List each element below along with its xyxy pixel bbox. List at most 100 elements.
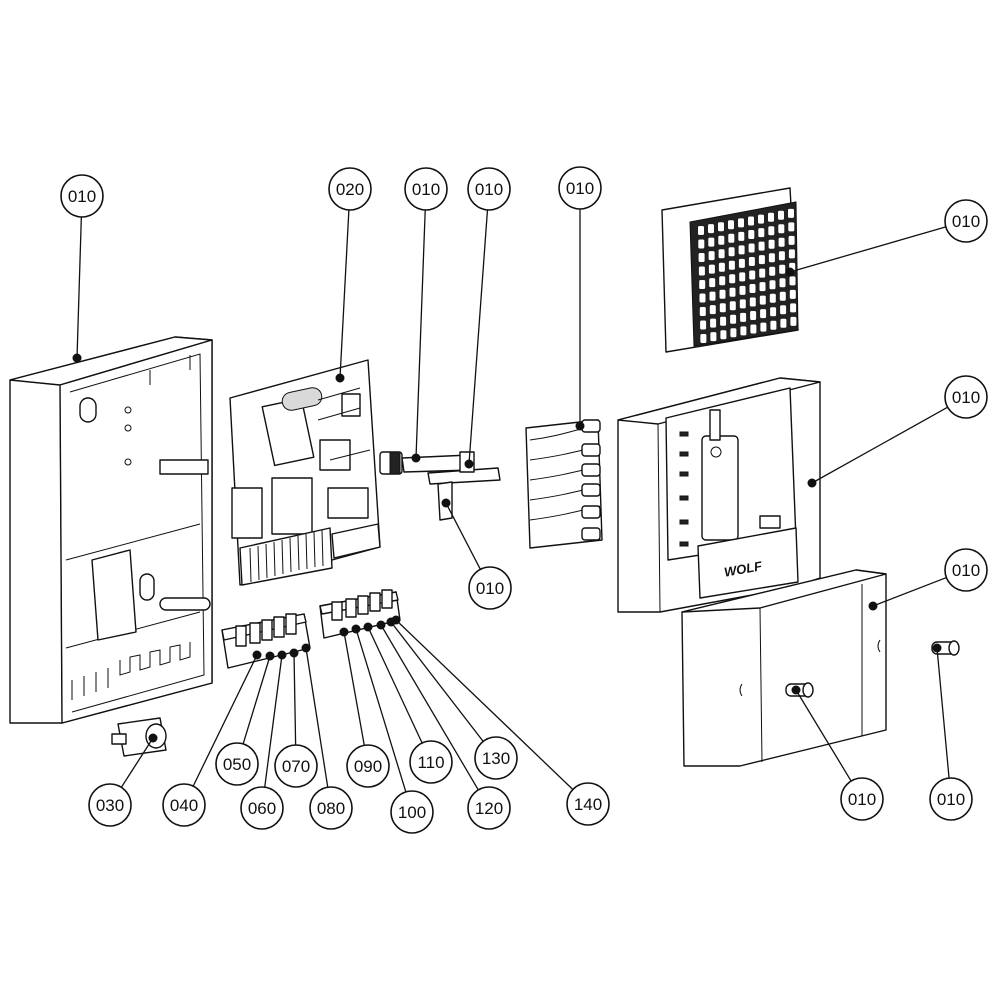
callout-120: 120 — [376, 620, 511, 830]
grille-slot — [768, 239, 775, 249]
leader-dot — [376, 620, 386, 630]
grille-slot — [778, 237, 785, 247]
callout-070: 070 — [274, 648, 318, 788]
callout-circle — [409, 740, 453, 784]
callout-010: 010 — [464, 167, 511, 469]
leader-dot — [351, 624, 361, 634]
leader-dot — [441, 498, 451, 508]
callout-010: 010 — [404, 167, 448, 463]
grille-slot — [759, 282, 766, 292]
leader-line — [367, 626, 423, 744]
grille-slot — [789, 276, 796, 286]
grille-slot — [779, 291, 786, 301]
callout-label: 030 — [96, 796, 124, 815]
grille-slot — [788, 222, 795, 232]
leader-line — [390, 621, 484, 742]
callout-label: 070 — [282, 757, 310, 776]
leader-line — [242, 655, 271, 745]
housing-back-plate — [9, 336, 213, 724]
grille-slot — [698, 266, 705, 276]
leader-line — [789, 226, 947, 273]
grille-slot — [700, 334, 707, 343]
grille-slot — [749, 297, 756, 307]
leader-dot — [289, 648, 299, 658]
callout-label: 100 — [398, 803, 426, 822]
grille-slot — [709, 305, 716, 315]
callout-label: 010 — [566, 179, 594, 198]
callout-label: 010 — [476, 579, 504, 598]
callout-140: 140 — [391, 615, 610, 826]
callout-label: 080 — [317, 799, 345, 818]
button-strip — [525, 419, 603, 549]
callout-circle — [215, 742, 259, 786]
callout-label: 010 — [952, 388, 980, 407]
callout-label: 120 — [475, 799, 503, 818]
grille-slot — [700, 320, 707, 330]
callout-circle — [566, 782, 610, 826]
terminal-plug-right — [319, 589, 401, 639]
grille-slot — [759, 295, 766, 305]
grille-slot — [748, 216, 754, 226]
leader-dot — [363, 622, 373, 632]
grille-slot — [738, 218, 744, 228]
grille-slot — [729, 274, 736, 284]
grille-slot — [739, 272, 746, 282]
callout-label: 010 — [952, 561, 980, 580]
leader-dot — [868, 601, 878, 611]
callout-circle — [88, 783, 132, 827]
leader-dot — [277, 650, 287, 660]
callout-circle — [346, 744, 390, 788]
callout-010: 010 — [785, 199, 988, 277]
grille-slot — [768, 253, 775, 263]
grille-slot — [759, 268, 766, 278]
callout-circle — [558, 166, 602, 210]
callout-label: 040 — [170, 796, 198, 815]
leader-dot — [72, 353, 82, 363]
grille-slot — [758, 228, 765, 238]
callout-circle — [929, 777, 973, 821]
grille-slot — [758, 241, 765, 251]
callout-label: 050 — [223, 755, 251, 774]
grille-slot — [760, 309, 767, 319]
callout-label: 010 — [68, 187, 96, 206]
grille-slot — [730, 328, 737, 338]
light-guide-part — [379, 451, 501, 521]
grille-slot — [769, 293, 776, 303]
leader-line — [811, 406, 948, 484]
callout-080: 080 — [301, 643, 353, 830]
grille-slot — [778, 224, 785, 234]
grille-slot — [788, 249, 795, 259]
leader-line — [380, 624, 479, 791]
callout-circle — [944, 199, 988, 243]
leader-line — [76, 216, 83, 359]
grille-slot — [720, 316, 727, 326]
grille-slot — [790, 303, 797, 313]
leader-line — [192, 654, 258, 787]
grille-slot — [738, 231, 745, 241]
callout-label: 130 — [482, 749, 510, 768]
grille-slot — [789, 289, 796, 299]
callout-circle — [274, 744, 318, 788]
grille-slot — [729, 287, 736, 297]
grille-slot — [749, 270, 756, 280]
callout-090: 090 — [339, 627, 390, 788]
grille-slot — [770, 320, 777, 330]
callout-label: 140 — [574, 795, 602, 814]
leader-dot — [932, 643, 942, 653]
leader-dot — [575, 421, 585, 431]
grille-slot — [750, 311, 757, 320]
callout-circle — [944, 375, 988, 419]
grille-slot — [780, 318, 787, 328]
callout-060: 060 — [240, 650, 287, 830]
callout-label: 110 — [417, 753, 444, 772]
grille-slot — [718, 262, 725, 272]
callout-circle — [328, 167, 372, 211]
callout-010: 010 — [929, 643, 973, 821]
callout-circle — [468, 566, 512, 610]
leader-line — [293, 652, 297, 746]
grille-slot — [758, 214, 764, 224]
callout-circle — [162, 783, 206, 827]
grille-slot — [719, 289, 726, 299]
grille-slot — [718, 249, 725, 259]
